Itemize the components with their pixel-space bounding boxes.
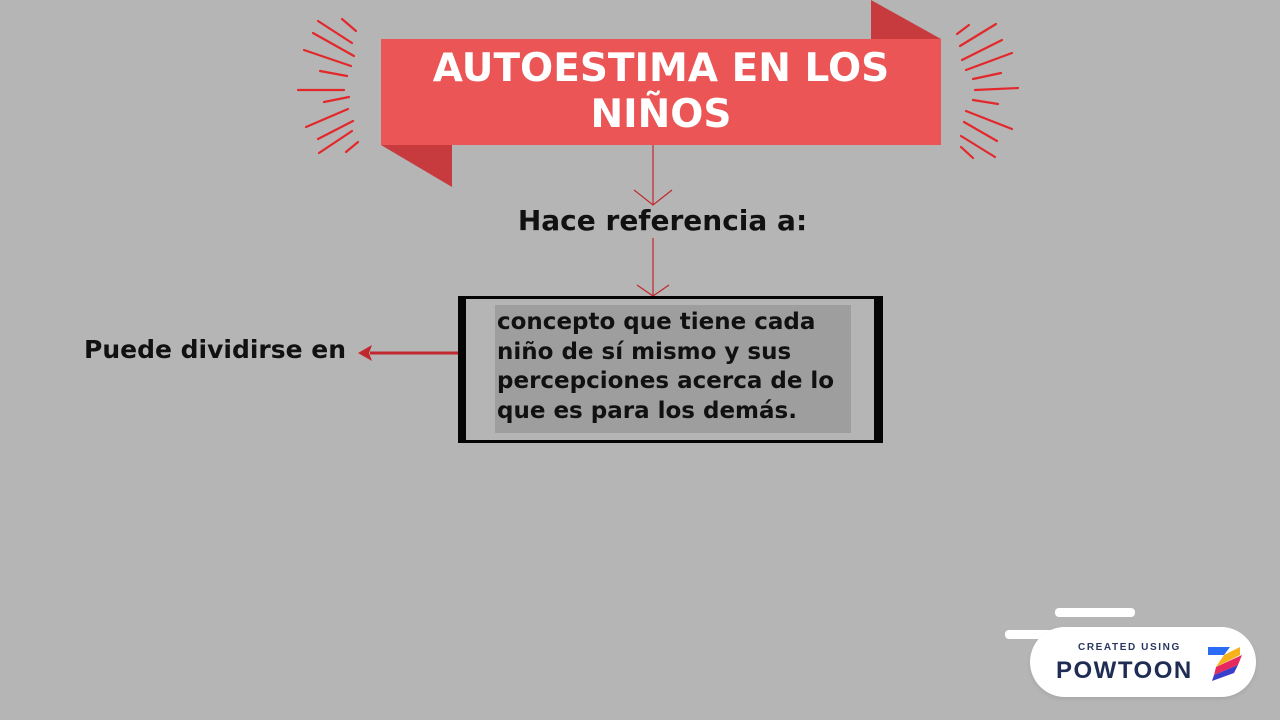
subtitle: Hace referencia a: [517, 204, 808, 237]
concept-highlight: concepto que tiene cada niño de sí mismo… [495, 305, 851, 433]
spark-left-icon [296, 17, 360, 155]
speed-line [1005, 630, 1065, 639]
banner-fold-bottom-left [381, 145, 452, 187]
title-banner: AUTOESTIMA EN LOS NIÑOS [381, 39, 941, 145]
badge-small-text: CREATED USING [1078, 642, 1181, 653]
spark-right-icon [955, 22, 1020, 160]
banner-fold-top-right [871, 0, 941, 39]
arrow-down-icon [636, 238, 670, 297]
speed-line [1055, 608, 1135, 617]
slide-title: AUTOESTIMA EN LOS NIÑOS [432, 46, 890, 137]
powtoon-badge[interactable]: CREATED USING POWTOON [1030, 627, 1256, 697]
side-label: Puede dividirse en [84, 335, 347, 364]
arrow-left-icon [358, 345, 463, 361]
badge-brand-text: POWTOON [1056, 657, 1193, 684]
concept-box: concepto que tiene cada niño de sí mismo… [458, 296, 883, 443]
arrow-down-icon [633, 145, 673, 206]
powtoon-logo-icon [1208, 647, 1242, 681]
concept-text: concepto que tiene cada niño de sí mismo… [497, 309, 835, 424]
